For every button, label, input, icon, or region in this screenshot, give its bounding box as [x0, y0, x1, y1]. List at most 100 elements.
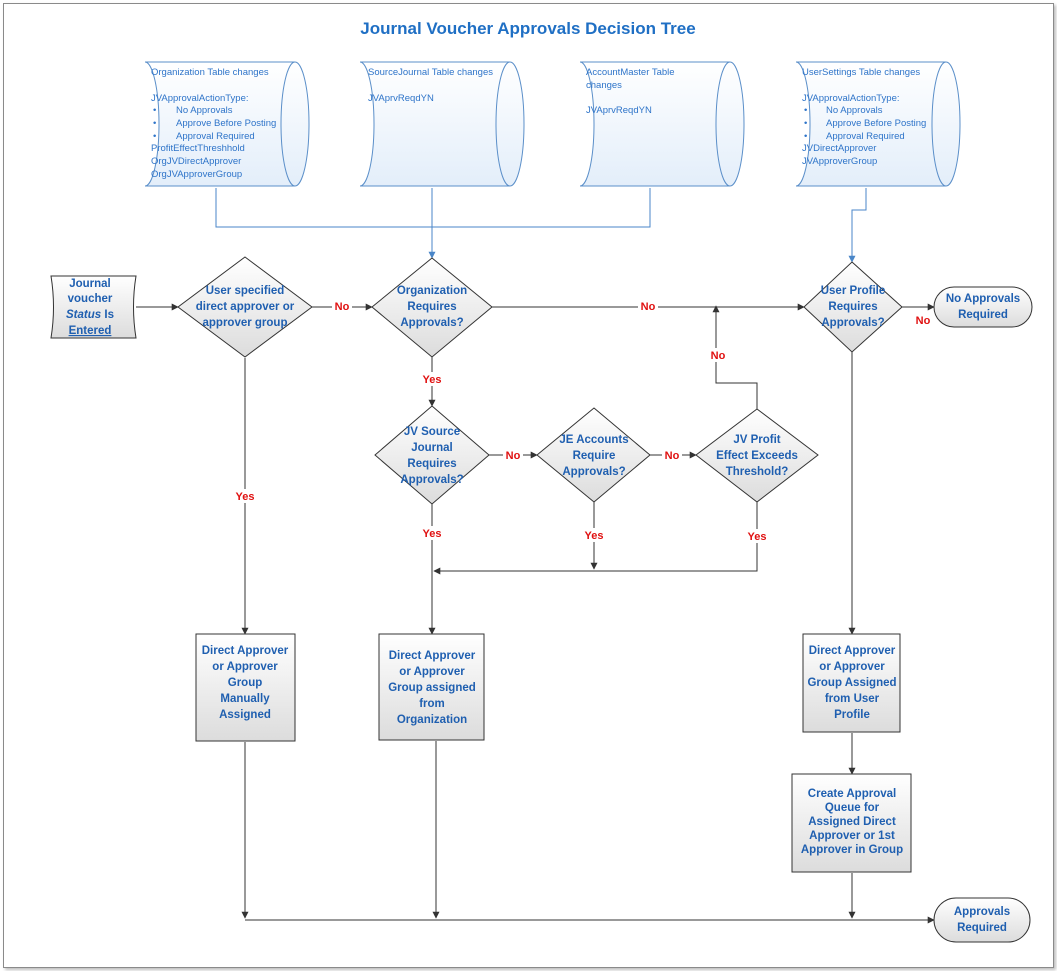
process-line: Organization [397, 714, 467, 726]
decision-line: Effect Exceeds [716, 450, 798, 462]
source-line: JVAprvReqdYN [368, 93, 434, 104]
decision-line: Require [573, 450, 616, 462]
org-line: Approval Required [176, 131, 255, 142]
usersettings-table-header: UserSettings Table changes [802, 67, 920, 78]
process-assigned-from-user-profile: Direct Approver or Approver Group Assign… [802, 633, 901, 733]
decision-line: Requires [407, 301, 456, 313]
decision-line: direct approver or [196, 301, 295, 313]
start-status-word: Status [66, 309, 101, 321]
decision-line: Threshold? [726, 466, 789, 478]
start-entered-word: Entered [69, 325, 112, 337]
process-line: Manually [220, 693, 270, 705]
process-line: Approver or 1st [809, 830, 895, 842]
bullet-icon: • [804, 118, 807, 129]
start-line: Journal [69, 278, 111, 290]
decision-line: Journal [411, 442, 453, 454]
decision-organization-requires-approvals: Organization Requires Approvals? [371, 257, 493, 358]
user-line: Approve Before Posting [826, 118, 926, 129]
edge-label-no: No [711, 350, 726, 362]
decision-user-profile-requires-approvals: User Profile Requires Approvals? [803, 261, 903, 353]
process-line: Direct Approver [809, 645, 896, 657]
terminal-line: Required [958, 309, 1008, 321]
process-line: Group Assigned [807, 677, 896, 689]
decision-line: JV Profit [733, 434, 780, 446]
bullet-icon: • [804, 131, 807, 142]
decision-line: Requires [407, 458, 456, 470]
start-status-line: Status Is [66, 309, 114, 321]
process-line: Approver in Group [801, 844, 903, 856]
org-line: Approve Before Posting [176, 118, 276, 129]
diagram-title: Journal Voucher Approvals Decision Tree [360, 19, 695, 38]
process-line: Profile [834, 709, 870, 721]
user-line: No Approvals [826, 105, 883, 116]
decision-je-accounts: JE Accounts Require Approvals? [536, 407, 651, 503]
process-assigned-from-organization: Direct Approver or Approver Group assign… [378, 633, 485, 741]
edge-label-no: No [916, 315, 931, 327]
org-line: OrgJVApproverGroup [151, 169, 242, 180]
start-journal-voucher-entered: Journal voucher Status Is Entered [50, 275, 137, 339]
process-line: from [419, 698, 445, 710]
process-line: Assigned Direct [808, 816, 896, 828]
flow-connectors [136, 303, 935, 924]
edge-label-yes: Yes [236, 491, 255, 503]
account-line: JVAprvReqdYN [586, 105, 652, 116]
edge-label-no: No [506, 450, 521, 462]
edge-label-yes: Yes [748, 531, 767, 543]
terminal-line: No Approvals [946, 293, 1020, 305]
org-line: ProfitEffectThreshhold [151, 143, 245, 154]
bullet-icon: • [153, 131, 156, 142]
edge-label-no: No [335, 301, 350, 313]
process-line: Direct Approver [389, 650, 476, 662]
table-connectors [215, 188, 867, 263]
sourcejournal-table-header: SourceJournal Table changes [368, 67, 493, 78]
process-line: or Approver [819, 661, 885, 673]
decision-line: User Profile [821, 285, 886, 297]
organization-table-db: Organization Table changes JVApprovalAct… [144, 61, 310, 187]
decision-line: Approvals? [562, 466, 625, 478]
terminal-no-approvals-required: No Approvals Required [933, 286, 1033, 328]
user-line: JVApprovalActionType: [802, 93, 900, 104]
org-line: JVApprovalActionType: [151, 93, 249, 104]
terminal-line: Approvals [954, 906, 1010, 918]
bullet-icon: • [153, 105, 156, 116]
decision-line: User specified [206, 285, 285, 297]
decision-user-specified-approver: User specified direct approver or approv… [177, 256, 313, 358]
decision-line: Organization [397, 285, 467, 297]
decision-line: JE Accounts [559, 434, 628, 446]
accountmaster-table-header: AccountMaster Table [586, 67, 675, 78]
process-line: Create Approval [808, 788, 896, 800]
organization-table-header: Organization Table changes [151, 67, 269, 78]
sourcejournal-table-db: SourceJournal Table changes JVAprvReqdYN [359, 61, 525, 187]
process-line: or Approver [399, 666, 465, 678]
org-line: No Approvals [176, 105, 233, 116]
process-line: Group [228, 677, 263, 689]
start-is-word: Is [104, 309, 114, 321]
usersettings-table-db: UserSettings Table changes JVApprovalAct… [795, 61, 961, 187]
start-line: voucher [68, 293, 113, 305]
edge-labels: No No No Yes Yes No No No Yes Yes Yes [234, 299, 931, 543]
edge-label-yes: Yes [423, 374, 442, 386]
bullet-icon: • [153, 118, 156, 129]
process-line: from User [825, 693, 880, 705]
process-create-approval-queue: Create Approval Queue for Assigned Direc… [791, 773, 912, 873]
accountmaster-table-header: changes [586, 80, 622, 91]
decision-jv-profit-effect: JV Profit Effect Exceeds Threshold? [695, 408, 819, 503]
decision-line: Approvals? [400, 317, 463, 329]
edge-label-yes: Yes [423, 528, 442, 540]
user-line: Approval Required [826, 131, 905, 142]
terminal-line: Required [957, 922, 1007, 934]
decision-line: Requires [828, 301, 877, 313]
org-line: OrgJVDirectApprover [151, 156, 241, 167]
decision-jv-source-journal: JV Source Journal Requires Approvals? [374, 405, 490, 505]
edge-label-no: No [665, 450, 680, 462]
decision-line: Approvals? [400, 474, 463, 486]
bullet-icon: • [804, 105, 807, 116]
edge-label-yes: Yes [585, 530, 604, 542]
user-line: JVApproverGroup [802, 156, 877, 167]
process-line: Assigned [219, 709, 271, 721]
accountmaster-table-db: AccountMaster Table changes JVAprvReqdYN [579, 61, 745, 187]
process-line: Group assigned [388, 682, 476, 694]
user-line: JVDirectApprover [802, 143, 876, 154]
process-manually-assigned: Direct Approver or Approver Group Manual… [195, 633, 296, 742]
